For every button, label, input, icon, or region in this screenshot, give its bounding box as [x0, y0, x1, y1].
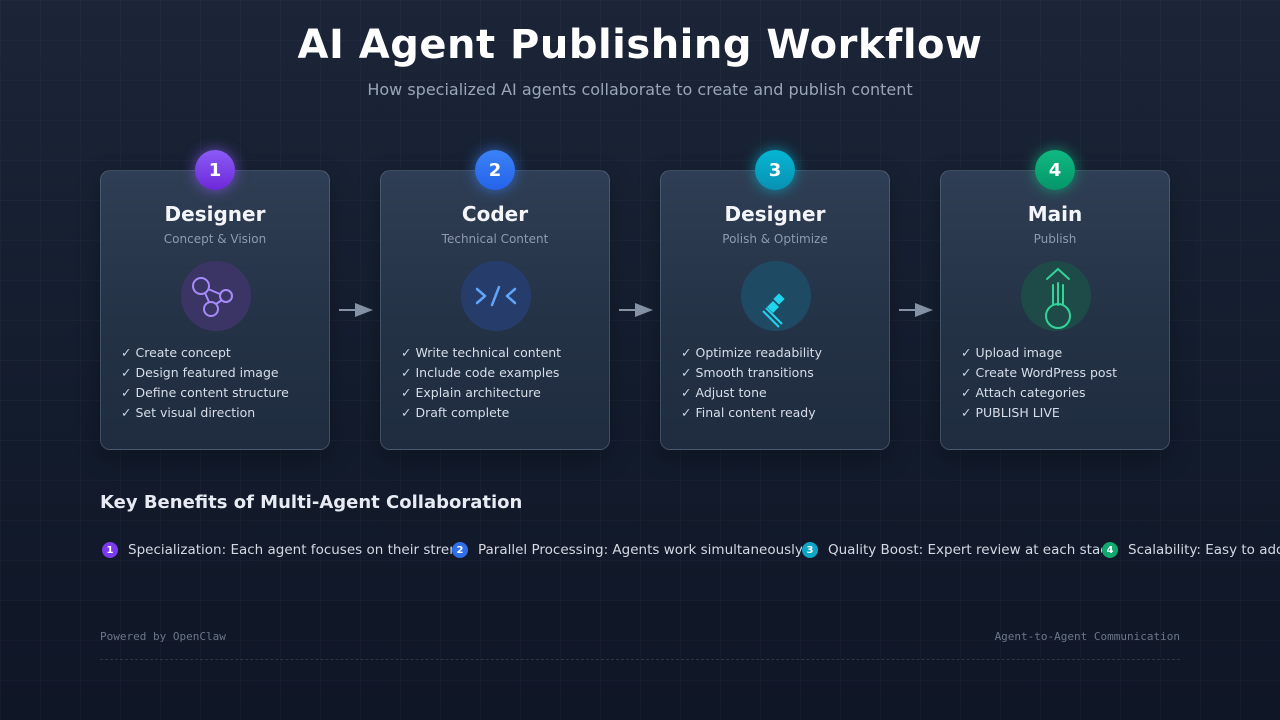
check-icon: ✓ [121, 385, 132, 400]
publish-icon [1021, 261, 1091, 331]
list-item: ✓Set visual direction [121, 405, 256, 420]
benefit-number-badge: 3 [802, 542, 818, 558]
step-card-designer-concept: Designer Concept & Vision ✓Create concep… [100, 170, 330, 450]
step-1-subtitle: Concept & Vision [163, 232, 267, 246]
list-item: ✓Create WordPress post [961, 365, 1117, 380]
check-icon: ✓ [681, 385, 692, 400]
check-icon: ✓ [681, 405, 692, 420]
check-icon: ✓ [961, 405, 972, 420]
list-item: ✓Smooth transitions [681, 365, 814, 380]
benefit-item-quality: 3 Quality Boost: Expert review at each s… [802, 540, 1102, 560]
step-1-title: Designer [164, 202, 266, 226]
check-icon: ✓ [121, 365, 132, 380]
list-item: ✓Create concept [121, 345, 231, 360]
list-item: ✓Attach categories [961, 385, 1086, 400]
benefit-number-badge: 2 [452, 542, 468, 558]
check-icon: ✓ [401, 365, 412, 380]
step-4-task-list: ✓Upload image ✓Create WordPress post ✓At… [961, 343, 1117, 423]
footer-powered-by: Powered by OpenClaw [100, 630, 226, 643]
arrow-right-icon [339, 303, 373, 317]
arrow-right-icon [619, 303, 653, 317]
polish-icon [741, 261, 811, 331]
list-item: ✓Draft complete [401, 405, 510, 420]
check-icon: ✓ [121, 345, 132, 360]
step-4-subtitle: Publish [1033, 232, 1077, 246]
step-3-title: Designer [724, 202, 826, 226]
code-icon [461, 261, 531, 331]
benefit-text: Parallel Processing: Agents work simulta… [478, 542, 802, 558]
list-item: ✓Define content structure [121, 385, 289, 400]
benefit-number-badge: 1 [102, 542, 118, 558]
benefit-item-parallel: 2 Parallel Processing: Agents work simul… [452, 540, 802, 560]
benefit-item-specialization: 1 Specialization: Each agent focuses on … [102, 540, 452, 560]
page-title: AI Agent Publishing Workflow [297, 22, 983, 68]
step-1-badge: 1 [195, 150, 235, 190]
check-icon: ✓ [681, 365, 692, 380]
benefit-text: Specialization: Each agent focuses on th… [128, 542, 452, 558]
step-3-subtitle: Polish & Optimize [722, 232, 828, 246]
footer-divider [100, 659, 1180, 660]
benefit-number-badge: 4 [1102, 542, 1118, 558]
step-card-designer-polish: Designer Polish & Optimize ✓Optimize rea… [660, 170, 890, 450]
step-2-badge: 2 [475, 150, 515, 190]
list-item: ✓Adjust tone [681, 385, 767, 400]
page-subtitle: How specialized AI agents collaborate to… [367, 80, 913, 99]
arrow-right-icon [899, 303, 933, 317]
check-icon: ✓ [961, 345, 972, 360]
check-icon: ✓ [401, 385, 412, 400]
step-2-title: Coder [461, 202, 529, 226]
check-icon: ✓ [121, 405, 132, 420]
step-card-coder: Coder Technical Content ✓Write technical… [380, 170, 610, 450]
step-card-main-publish: Main Publish ✓Upload image ✓Create WordP… [940, 170, 1170, 450]
check-icon: ✓ [401, 345, 412, 360]
design-nodes-icon [181, 261, 251, 331]
benefit-text: Scalability: Easy to add more agents [1128, 542, 1280, 558]
check-icon: ✓ [681, 345, 692, 360]
check-icon: ✓ [961, 365, 972, 380]
benefits-heading: Key Benefits of Multi-Agent Collaboratio… [100, 492, 523, 513]
benefit-item-scalability: 4 Scalability: Easy to add more agents [1102, 540, 1280, 560]
list-item: ✓Upload image [961, 345, 1063, 360]
step-2-subtitle: Technical Content [441, 232, 549, 246]
check-icon: ✓ [961, 385, 972, 400]
list-item: ✓Include code examples [401, 365, 560, 380]
check-icon: ✓ [401, 405, 412, 420]
list-item: ✓PUBLISH LIVE [961, 405, 1060, 420]
step-4-title: Main [1027, 202, 1083, 226]
footer-caption: Agent-to-Agent Communication [994, 630, 1180, 643]
list-item: ✓Optimize readability [681, 345, 822, 360]
list-item: ✓Explain architecture [401, 385, 541, 400]
list-item: ✓Design featured image [121, 365, 279, 380]
list-item: ✓Final content ready [681, 405, 816, 420]
step-3-badge: 3 [755, 150, 795, 190]
step-3-task-list: ✓Optimize readability ✓Smooth transition… [681, 343, 822, 423]
step-4-badge: 4 [1035, 150, 1075, 190]
step-2-task-list: ✓Write technical content ✓Include code e… [401, 343, 561, 423]
step-1-task-list: ✓Create concept ✓Design featured image ✓… [121, 343, 289, 423]
benefit-text: Quality Boost: Expert review at each sta… [828, 542, 1102, 558]
list-item: ✓Write technical content [401, 345, 562, 360]
